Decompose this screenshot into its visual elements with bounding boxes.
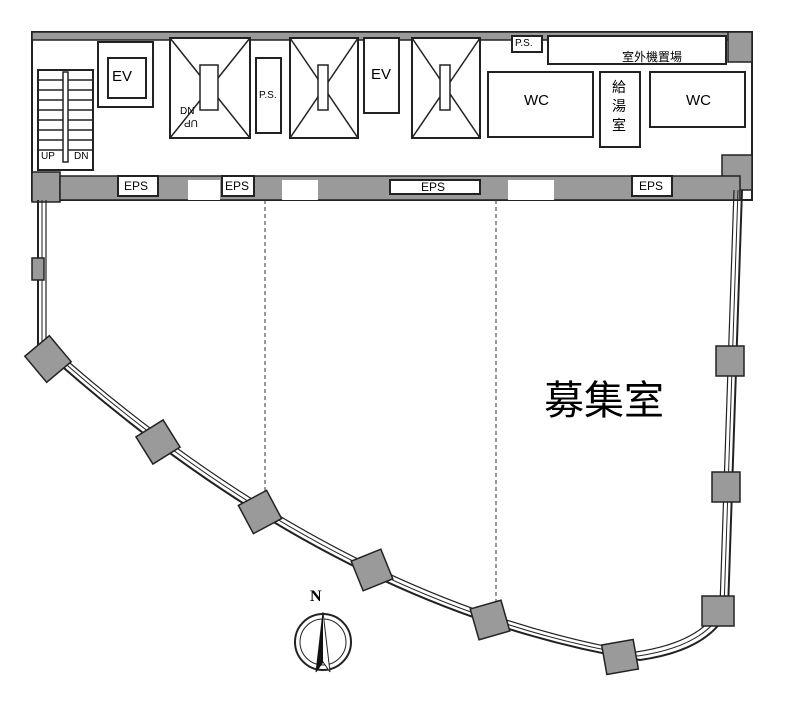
stair-up-label: UP bbox=[184, 117, 198, 128]
pantry-label: 給 湯 室 bbox=[612, 78, 628, 135]
stair-3-lines bbox=[289, 37, 359, 139]
eps-room bbox=[389, 179, 481, 195]
pipe-shaft-top bbox=[511, 35, 543, 53]
eps-label: EPS bbox=[421, 180, 446, 194]
stair-up-label: UP bbox=[41, 151, 55, 162]
wc-right bbox=[649, 71, 746, 128]
pipe-shaft-center-label: P.S. bbox=[259, 90, 277, 101]
north-arrow-icon bbox=[294, 611, 352, 673]
door-opening bbox=[508, 180, 554, 200]
eps-label: EPS bbox=[124, 179, 149, 193]
eps-label: EPS bbox=[639, 179, 664, 193]
door-opening bbox=[188, 180, 220, 200]
outdoor-unit-area-label: 室外機置場 bbox=[622, 50, 683, 64]
elevator-center bbox=[363, 37, 400, 114]
wc-right-label: WC bbox=[686, 92, 711, 109]
elevator-center-label: EV bbox=[371, 66, 392, 83]
door-opening bbox=[282, 180, 318, 200]
wc-left-label: WC bbox=[524, 92, 549, 109]
pantry-label-char: 給 bbox=[612, 79, 626, 95]
eps-room bbox=[631, 175, 673, 197]
eps-room bbox=[221, 175, 255, 197]
pipe-shaft-top-label: P.S. bbox=[515, 38, 533, 49]
elevator-car bbox=[107, 57, 147, 99]
pillar bbox=[727, 31, 753, 63]
stair-dn-label: DN bbox=[180, 106, 195, 117]
pantry bbox=[599, 71, 641, 148]
eps-label: EPS bbox=[225, 179, 250, 193]
main-room-label: 募集室 bbox=[544, 379, 664, 423]
stair-dn-label: DN bbox=[74, 151, 89, 162]
stair-4-lines bbox=[411, 37, 481, 139]
pantry-label-char: 湯 bbox=[612, 98, 626, 114]
outdoor-unit-area bbox=[547, 35, 727, 65]
pipe-shaft-center bbox=[255, 57, 282, 134]
stair-left-treads bbox=[38, 71, 93, 163]
elevator-left-label: EV bbox=[112, 68, 133, 85]
eps-room bbox=[117, 175, 159, 197]
stair-2-lines bbox=[169, 37, 251, 139]
compass-north-label: N bbox=[310, 588, 322, 605]
pantry-label-char: 室 bbox=[612, 117, 626, 133]
wc-left bbox=[487, 71, 594, 138]
pillars bbox=[23, 257, 745, 676]
